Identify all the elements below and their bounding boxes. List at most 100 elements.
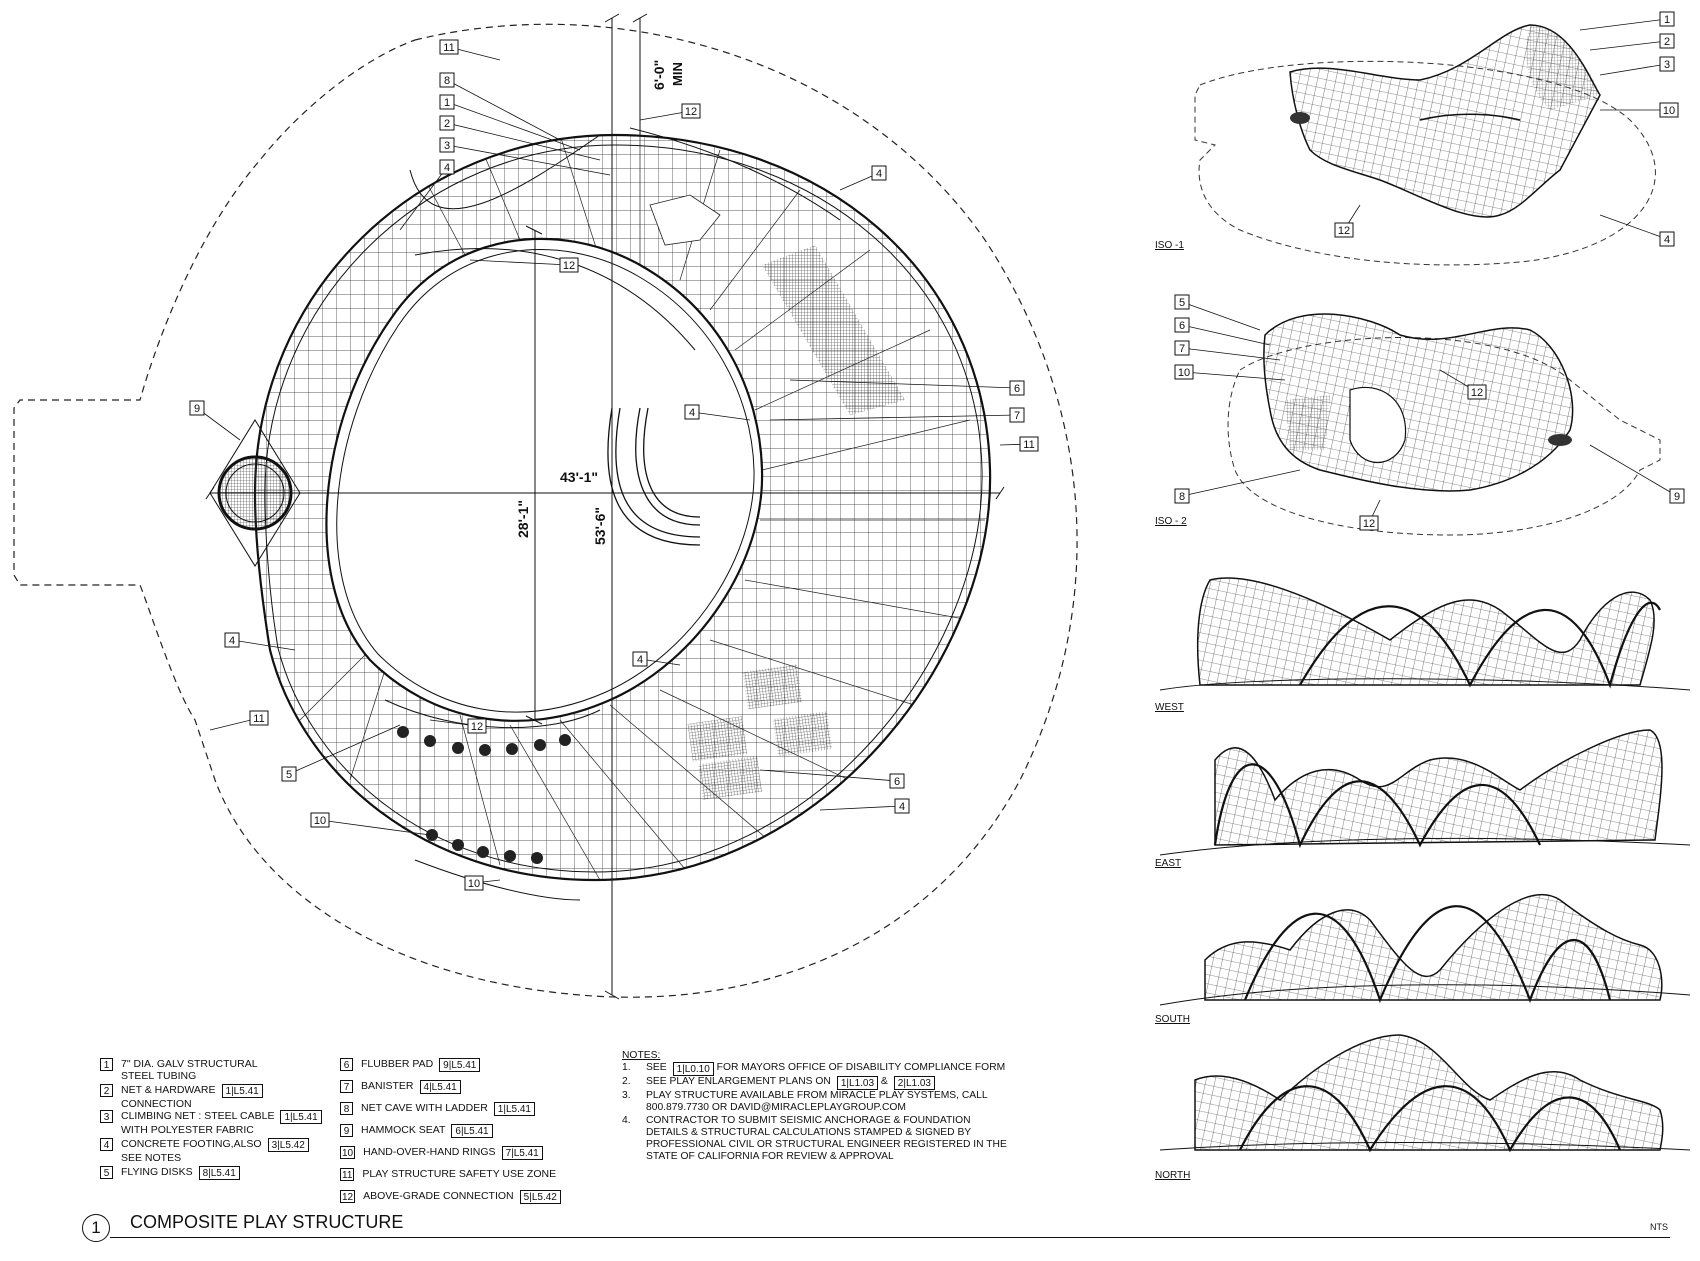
legend-number: 5 [100, 1166, 113, 1179]
hand-over-hand-rings [426, 829, 543, 864]
view-label-east: EAST [1155, 858, 1182, 869]
scale-label: NTS [1650, 1222, 1668, 1232]
legend-ref: 3|L5.42 [267, 1138, 309, 1152]
legend-ref: 1|L5.41 [221, 1084, 263, 1098]
callout-number: 2 [1664, 36, 1670, 48]
callout-tag: 12 [1439, 369, 1487, 400]
callout-tag: 10 [310, 812, 431, 836]
callout-tag: 10 [464, 875, 501, 891]
plan-dimensions: 6'-0" MIN 43'-1" 28'-1" 53'-6" [515, 60, 685, 545]
callout-tag: 8 [1174, 469, 1301, 504]
view-label-south: SOUTH [1155, 1014, 1190, 1025]
note-ref: 1|L1.03 [836, 1075, 879, 1090]
callout-tag: 11 [439, 39, 501, 61]
callout-number: 4 [876, 168, 882, 180]
flubber-pad [742, 664, 803, 710]
title-underline [110, 1237, 1670, 1238]
legend-ref: 1|L5.41 [280, 1110, 322, 1124]
note-ref: 1|L0.10 [672, 1061, 714, 1076]
flubber-pad [762, 245, 905, 415]
dim-overall: 53'-6" [592, 507, 608, 545]
legend-number: 1 [100, 1058, 113, 1071]
steel-tubing [253, 133, 992, 882]
callout-number: 2 [444, 118, 450, 130]
callout-number: 1 [1664, 14, 1670, 26]
note-ref: 2|L1.03 [893, 1075, 935, 1090]
callout-number: 8 [1179, 491, 1185, 503]
callout-tag: 6 [789, 379, 1025, 396]
callout-number: 12 [1338, 225, 1350, 237]
flubber-pad [697, 755, 763, 801]
callout-tag: 6 [759, 769, 905, 789]
callout-number: 4 [229, 635, 235, 647]
callout-number: 4 [1664, 234, 1670, 246]
legend-ref: 5|L5.42 [519, 1190, 561, 1204]
view-label-iso-2: ISO - 2 [1155, 516, 1187, 527]
legend-text: PLAY STRUCTURE SAFETY USE ZONE [362, 1168, 557, 1180]
callout-tag: 12 [1359, 499, 1381, 531]
callout-number: 7 [1014, 410, 1020, 422]
legend-number: 2 [100, 1084, 113, 1097]
east-elevation [1159, 729, 1691, 856]
west-elevation [1159, 577, 1691, 691]
callout-number: 4 [637, 654, 643, 666]
callout-number: 9 [1674, 491, 1680, 503]
dimension-lines [205, 13, 1005, 1000]
callout-tag: 7 [1174, 340, 1281, 361]
callout-number: 1 [444, 97, 450, 109]
callout-tag: 4 [632, 651, 681, 667]
callout-number: 12 [563, 260, 575, 272]
callout-tag: 4 [1599, 214, 1675, 247]
callout-number: 6 [894, 776, 900, 788]
callout-number: 7 [1179, 343, 1185, 355]
legend-ref: 6|L5.41 [451, 1124, 493, 1138]
callout-number: 6 [1179, 320, 1185, 332]
view-label-iso-1: ISO -1 [1155, 240, 1184, 251]
callout-tag: 2 [1589, 33, 1675, 51]
legend-ref: 1|L5.41 [493, 1102, 535, 1116]
callout-tag: 4 [839, 165, 887, 191]
legend-number: 8 [340, 1102, 353, 1115]
legend-number: 12 [340, 1190, 356, 1203]
callout-number: 10 [1178, 367, 1190, 379]
flubber-pad [687, 716, 748, 762]
legend-number: 3 [100, 1110, 113, 1123]
safety-use-zone-outline [13, 23, 1078, 998]
callout-number: 9 [194, 403, 200, 415]
callout-number: 10 [314, 815, 326, 827]
callout-tag: 11 [209, 710, 269, 731]
callout-number: 12 [1363, 518, 1375, 530]
iso-2-view [1227, 313, 1661, 536]
south-elevation [1159, 894, 1691, 1006]
callout-number: 4 [899, 801, 905, 813]
callout-tag: 7 [769, 407, 1025, 423]
callout-tag: 9 [189, 400, 241, 441]
note-3: 3. PLAY STRUCTURE AVAILABLE FROM MIRACLE… [622, 1089, 988, 1113]
callout-tag: 4 [399, 159, 455, 231]
callout-number: 12 [1471, 387, 1483, 399]
legend-number: 10 [340, 1146, 356, 1159]
callout-tag: 2 [439, 115, 601, 161]
legend-ref: 8|L5.41 [198, 1166, 240, 1180]
legend-number: 4 [100, 1138, 113, 1151]
view-label-north: NORTH [1155, 1170, 1191, 1181]
callout-tag: 4 [819, 798, 910, 814]
callout-tag: 4 [224, 632, 296, 651]
callout-tag: 12 [429, 718, 487, 734]
